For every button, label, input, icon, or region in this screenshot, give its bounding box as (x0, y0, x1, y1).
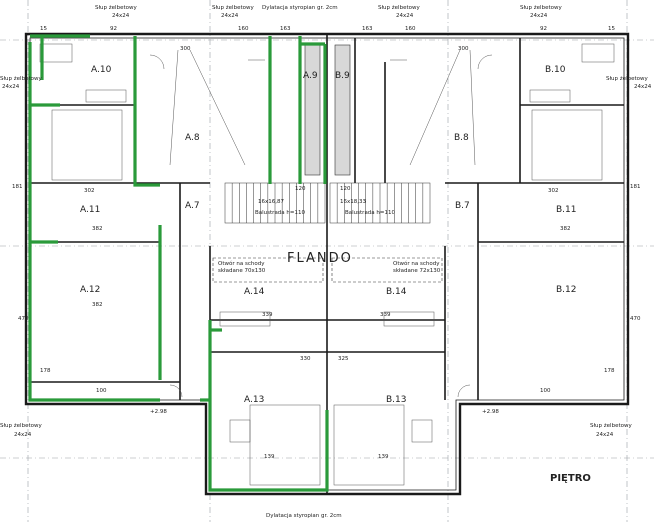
room-a7: A.7 (185, 201, 200, 211)
dim-right-5: 178 (604, 368, 615, 374)
room-a12: A.12 (80, 285, 100, 295)
room-b7: B.7 (455, 201, 470, 211)
room-a9: A.9 (303, 71, 318, 81)
note-stair-opening-b-1: Otwór na schody (393, 260, 440, 267)
dim-mid-5: 330 (300, 356, 311, 362)
note-level-a: +2.98 (150, 409, 167, 415)
note-slup-bottom-left: Słup żelbetowy (0, 423, 42, 429)
room-b13: B.13 (386, 395, 407, 405)
annotation-notes: Słup żelbetowy 24x24 Słup żelbetowy 24x2… (0, 5, 652, 519)
note-slup-right-side: Słup żelbetowy (606, 76, 648, 82)
note-slup-right-side-size: 24x24 (634, 84, 652, 90)
detail-lines (39, 43, 615, 486)
room-b9: B.9 (335, 71, 350, 81)
dim-top-2: 300 (180, 46, 191, 52)
note-slup-top-right: Słup żelbetowy (520, 5, 562, 11)
room-a14: A.14 (244, 287, 265, 297)
dim-mid-3: 339 (262, 312, 273, 318)
note-slup-top-mid-size: 24x24 (221, 13, 239, 19)
note-stair-opening-a-2: składane 70x130 (218, 268, 266, 274)
dim-left-5: 178 (40, 368, 51, 374)
floor-label: PIĘTRO (550, 473, 591, 484)
note-dylatacja-bottom: Dylatacja styropian gr. 2cm (266, 513, 342, 519)
note-balustrada-a: Balustrada h=110 (255, 210, 306, 216)
dim-top-5: 300 (458, 46, 469, 52)
stair-treads-b (336, 183, 424, 223)
stair-openings (212, 257, 443, 283)
note-balustrada-b: Balustrada h=110 (345, 210, 396, 216)
note-slup-left-side: Słup żelbetowy (0, 76, 42, 82)
room-a8: A.8 (185, 133, 200, 143)
dim-stair-2: 16x18,33 (340, 199, 366, 205)
note-slup-bottom-left-size: 24x24 (14, 432, 32, 438)
note-dylatacja-top: Dylatacja styropian gr. 2cm (262, 5, 338, 11)
dim-bottom-3: 100 (96, 388, 107, 394)
note-stair-opening-b-2: składane 72x130 (393, 268, 441, 274)
note-slup-bottom-right: Słup żelbetowy (590, 423, 632, 429)
dim-top-b4: 92 (540, 26, 547, 32)
dim-stair-1: 16x16,87 (258, 199, 284, 205)
dim-right-2: 302 (548, 188, 559, 194)
room-b10: B.10 (545, 65, 566, 75)
room-labels: A.10 A.8 A.9 A.7 A.11 A.12 A.14 A.13 B.1… (80, 65, 577, 405)
dim-top-b1: 92 (110, 26, 117, 32)
room-b14: B.14 (386, 287, 407, 297)
dim-right-1: 181 (630, 184, 641, 190)
dim-bottom-1: 139 (264, 454, 275, 460)
dim-left-3: 382 (92, 226, 103, 232)
stair-treads-a (231, 183, 319, 223)
note-level-b: +2.98 (482, 409, 499, 415)
room-b12: B.12 (556, 285, 577, 295)
dim-top-4: 163 (362, 26, 373, 32)
note-slup-top-right-mid-size: 24x24 (396, 13, 414, 19)
hatch-walls (304, 44, 351, 176)
dim-left-6: 382 (92, 302, 103, 308)
dim-top-b3: 160 (405, 26, 416, 32)
dim-bottom-4: 100 (540, 388, 551, 394)
dim-mid-6: 325 (338, 356, 349, 362)
dim-top-6: 15 (608, 26, 615, 32)
dim-right-3: 382 (560, 226, 571, 232)
room-b11: B.11 (556, 205, 577, 215)
dim-left-4: 470 (18, 316, 29, 322)
note-slup-bottom-right-size: 24x24 (596, 432, 614, 438)
highlight-walls (28, 34, 329, 492)
note-slup-top-right-size: 24x24 (530, 13, 548, 19)
dim-left-1: 181 (12, 184, 23, 190)
dim-mid-4: 339 (380, 312, 391, 318)
dim-mid-2: 120 (340, 186, 351, 192)
note-slup-top-left: Słup żelbetowy (95, 5, 137, 11)
dim-top-b2: 160 (238, 26, 249, 32)
watermark: FLANDO (287, 251, 353, 266)
room-b8: B.8 (454, 133, 469, 143)
room-a10: A.10 (91, 65, 112, 75)
room-a13: A.13 (244, 395, 264, 405)
dim-right-4: 470 (630, 316, 641, 322)
dim-top-1: 15 (40, 26, 47, 32)
note-stair-opening-a-1: Otwór na schody (218, 260, 265, 267)
dim-mid-1: 120 (295, 186, 306, 192)
dim-top-3: 163 (280, 26, 291, 32)
note-slup-top-mid: Słup żelbetowy (212, 5, 254, 11)
dim-left-2: 302 (84, 188, 95, 194)
note-slup-top-right-mid: Słup żelbetowy (378, 5, 420, 11)
dimension-labels: 15 300 163 163 300 15 92 160 160 92 181 … (12, 26, 641, 460)
note-slup-left-side-size: 24x24 (2, 84, 20, 90)
note-slup-top-left-size: 24x24 (112, 13, 130, 19)
room-a11: A.11 (80, 205, 100, 215)
dim-bottom-2: 139 (378, 454, 389, 460)
